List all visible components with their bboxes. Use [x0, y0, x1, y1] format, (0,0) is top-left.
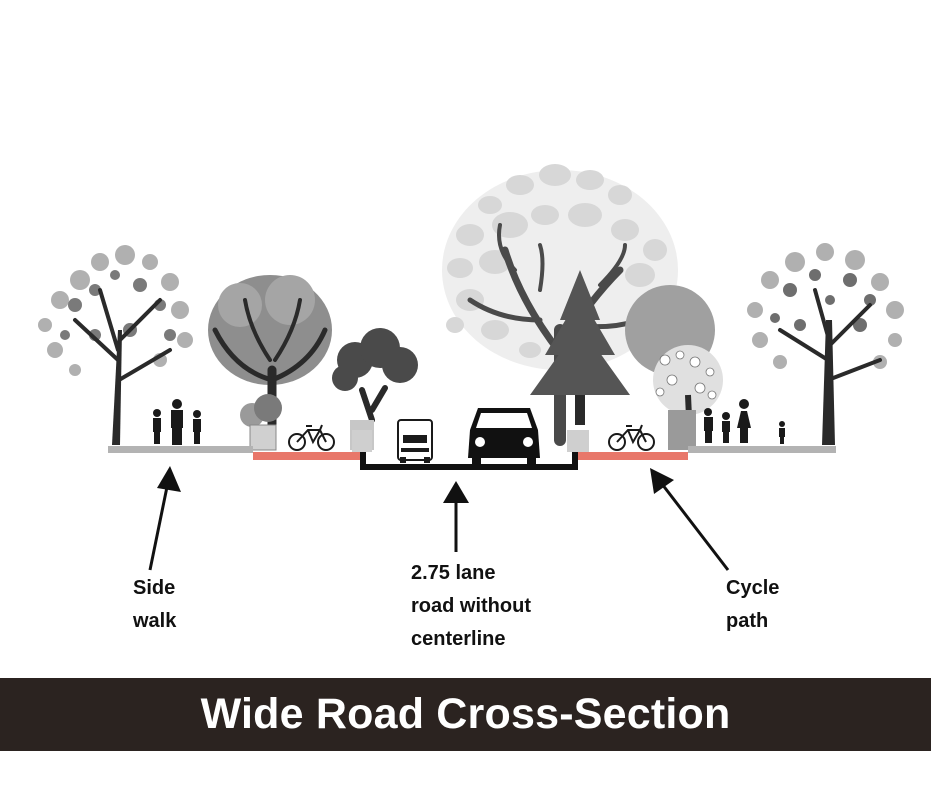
sidewalk-label: Side walk — [133, 572, 176, 638]
car-icon — [468, 408, 540, 464]
dotted-tree-right-icon — [747, 243, 904, 445]
road-label-line-1: 2.75 lane — [411, 562, 496, 584]
arrow-icon — [650, 468, 730, 571]
sidewalk-right — [688, 446, 836, 453]
round-tree-right-icon — [625, 285, 723, 450]
bicycle-right-icon — [608, 424, 655, 451]
planter-right-icon — [567, 430, 589, 452]
cycle-path-label: Cycle path — [726, 572, 779, 638]
title-banner: Wide Road Cross-Section — [0, 678, 931, 751]
diagram-title: Wide Road Cross-Section — [200, 690, 731, 738]
large-pale-tree-canopy — [442, 164, 678, 370]
shrub-left-icon — [240, 394, 282, 451]
cycle-path-label-line-1: Cycle — [726, 577, 780, 599]
pedestrian-group-right-icon — [704, 399, 785, 444]
road-label-line-2: road without — [411, 595, 531, 617]
pedestrian-group-left-icon — [153, 399, 201, 445]
road-label: 2.75 lane road without centerline — [411, 557, 531, 656]
truck-icon — [397, 419, 433, 463]
sidewalk-label-line-2: walk — [133, 610, 177, 632]
cycle-path-left — [253, 452, 360, 460]
pine-tree-icon — [530, 270, 630, 425]
sidewalk-label-line-1: Side — [133, 577, 176, 599]
arrow-icon — [443, 481, 469, 552]
planter-left-icon — [352, 430, 372, 452]
cycle-path-right — [578, 452, 688, 460]
road-label-line-3: centerline — [411, 628, 506, 650]
cycle-path-label-line-2: path — [726, 610, 769, 632]
bicycle-left-icon — [288, 424, 335, 451]
sidewalk-left — [108, 446, 253, 453]
dotted-tree-left-icon — [38, 245, 193, 445]
arrow-icon — [148, 466, 181, 571]
road-surface — [360, 452, 578, 470]
